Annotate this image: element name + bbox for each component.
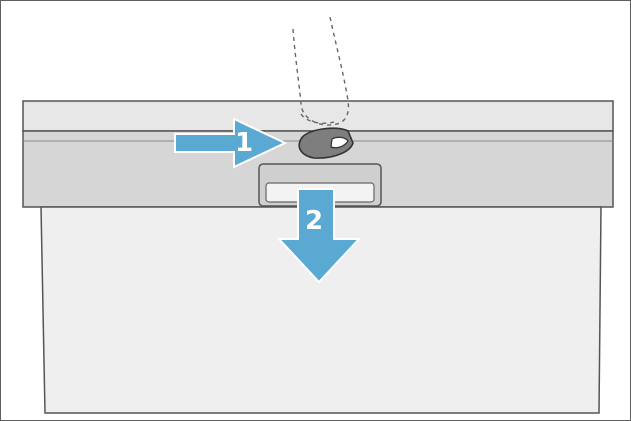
step-2-label: 2 (305, 206, 323, 236)
step-1-label: 1 (235, 128, 253, 158)
finger-icon (292, 16, 350, 126)
step-2-arrow: 2 (276, 188, 362, 284)
step-1-arrow: 1 (174, 117, 288, 169)
release-button-icon[interactable] (298, 127, 354, 159)
top-strip (22, 100, 614, 132)
finger-tip (300, 113, 335, 124)
door-panel (40, 206, 602, 414)
